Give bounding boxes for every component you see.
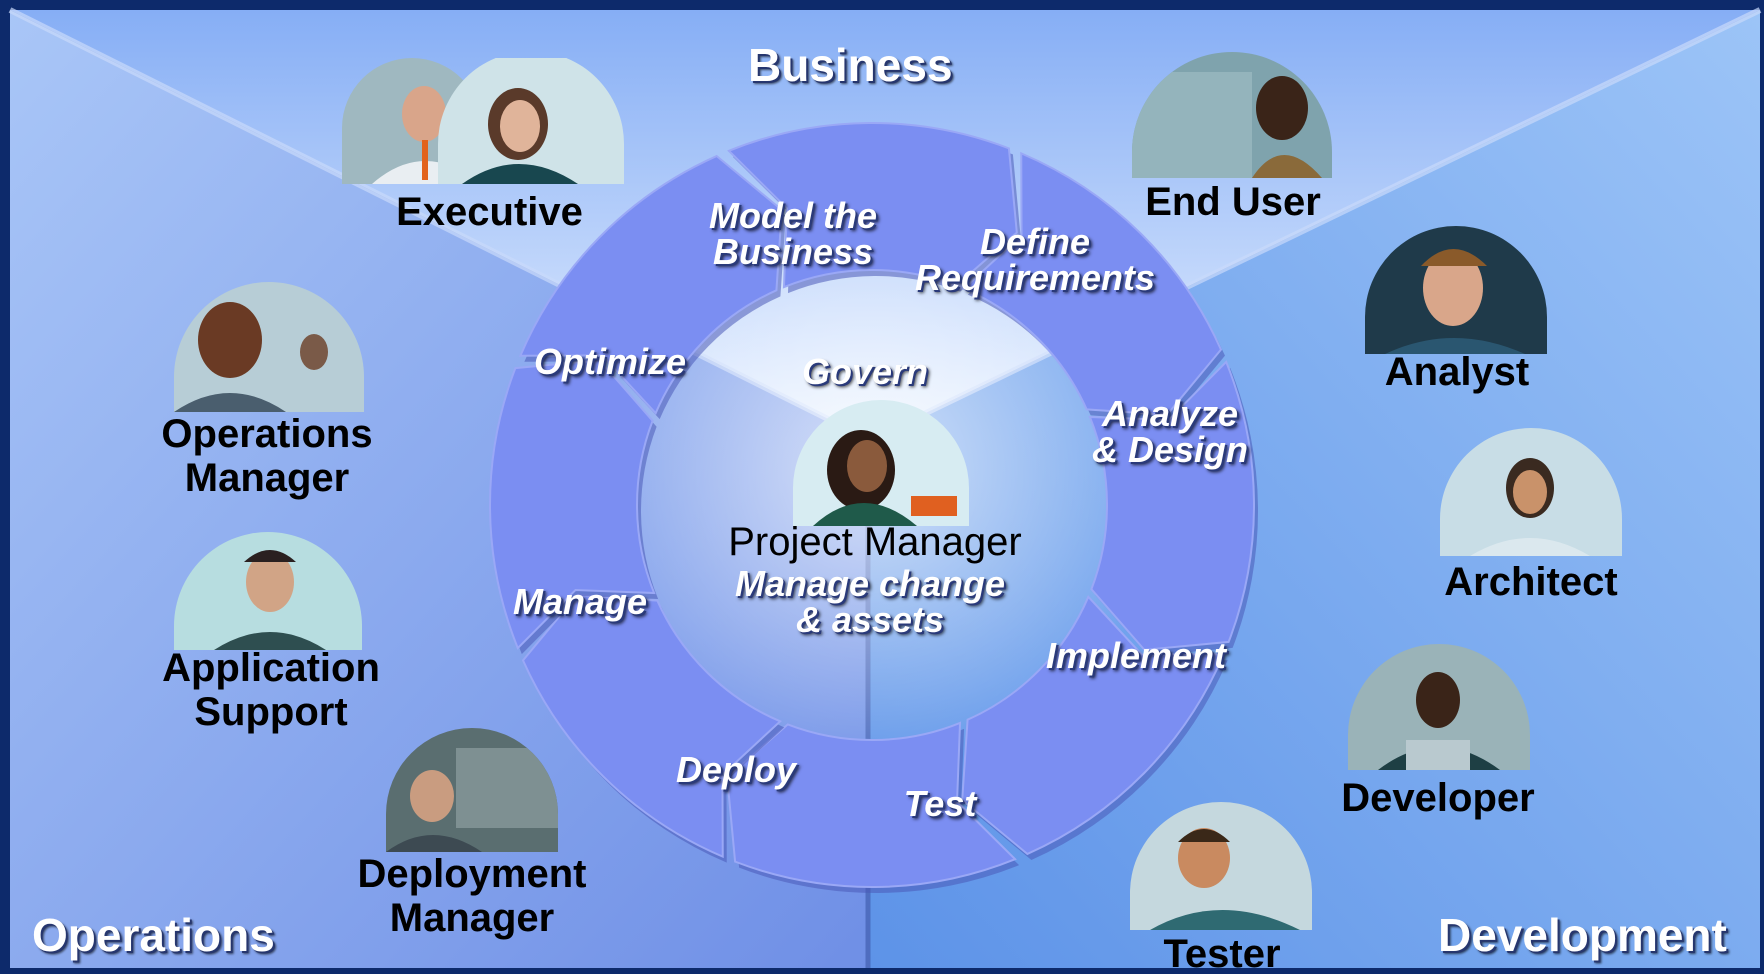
arrow-segment: [521, 594, 782, 859]
arrow-segment: [962, 151, 1223, 416]
operations-zone-title: Operations: [32, 909, 275, 961]
role-developer: Developer: [1341, 776, 1535, 820]
executive-photo: [342, 58, 624, 184]
step-test: Test: [903, 783, 977, 824]
developer-photo: [1348, 644, 1530, 770]
role-operations-manager: Operations Manager: [161, 412, 373, 500]
arrow-segment: [518, 154, 783, 415]
step-manage: Manage: [512, 581, 648, 622]
tester-photo: [1130, 802, 1312, 930]
application-support-photo: [174, 532, 362, 650]
project-manager-photo: [793, 400, 969, 526]
role-analyst: Analyst: [1384, 350, 1530, 394]
step-define-requirements: Define Requirements: [914, 221, 1156, 298]
role-end-user: End User: [1145, 180, 1321, 224]
step-model-the-business: Model the Business: [709, 195, 877, 272]
architect-photo: [1440, 428, 1622, 556]
role-architect: Architect: [1444, 560, 1618, 604]
center-role-project-manager: Project Manager: [728, 520, 1022, 564]
step-analyze-design: Analyze & Design: [1091, 393, 1249, 470]
arrow-segment: [727, 122, 1018, 289]
role-application-support: Application Support: [162, 646, 380, 734]
end-user-photo: [1132, 52, 1332, 178]
business-zone-title: Business: [748, 39, 953, 91]
role-tester: Tester: [1163, 932, 1281, 974]
operations-manager-photo: [174, 282, 364, 412]
arrow-segment: [489, 359, 656, 650]
step-optimize: Optimize: [533, 341, 686, 382]
arrow-segment: [726, 721, 1017, 888]
step-deploy: Deploy: [675, 749, 797, 790]
center-govern: Govern: [801, 351, 929, 392]
deployment-manager-photo: [386, 728, 558, 852]
arrow-segment: [1088, 360, 1255, 651]
role-deployment-manager: Deployment Manager: [357, 852, 587, 940]
center-task-manage-change: Manage change & assets: [734, 563, 1006, 640]
role-executive: Executive: [396, 190, 583, 234]
development-zone-title: Development: [1438, 909, 1727, 961]
step-implement: Implement: [1045, 635, 1227, 676]
arrow-segment: [961, 595, 1226, 856]
analyst-photo: [1365, 226, 1547, 354]
lifecycle-arrow-ring: [489, 122, 1258, 893]
